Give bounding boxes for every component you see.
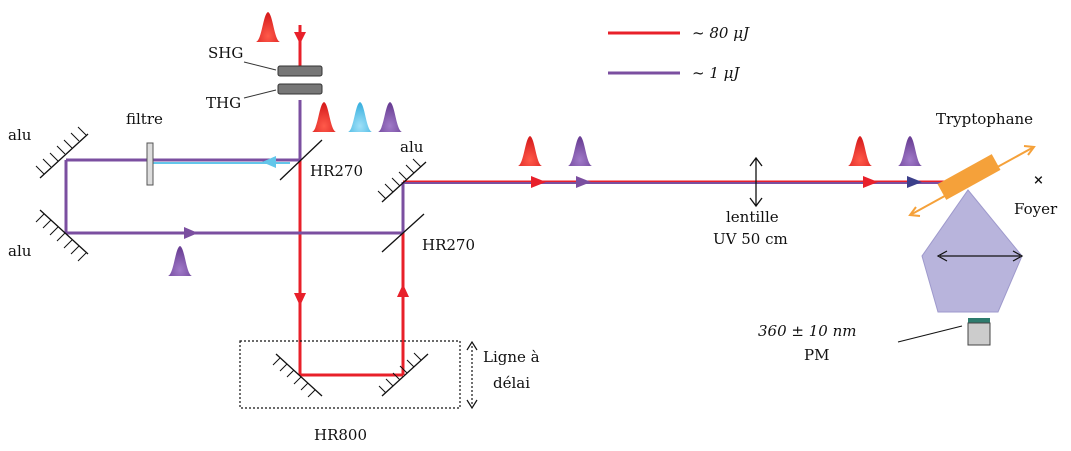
pm-label: PM <box>804 346 829 364</box>
beam-arrows <box>184 32 922 306</box>
delay-line-box <box>239 340 461 409</box>
legend-red-label: ~ 80 μJ <box>692 24 750 42</box>
arrow-red-right-2 <box>863 176 878 188</box>
filter <box>146 142 154 186</box>
alu-middle-mirror <box>377 158 427 203</box>
lentille-label-line1: lentille <box>726 208 779 226</box>
pulse-red-after-thg <box>312 102 336 132</box>
pm-wavelength-label: 360 ± 10 nm <box>758 322 856 340</box>
shg-leader <box>243 61 277 71</box>
shg-crystal <box>277 65 323 77</box>
alu-top-left-label: alu <box>8 126 32 144</box>
arrow-violet-right-1 <box>576 176 591 188</box>
lens <box>749 156 763 208</box>
thg-label: THG <box>206 94 241 112</box>
foyer-marker: × <box>1033 173 1044 188</box>
arrow-violet-right <box>184 227 198 239</box>
alu-top-left-mirror <box>35 126 89 179</box>
pulse-red-combined-1 <box>518 136 542 166</box>
cuvette <box>937 154 1001 200</box>
pulse-red-combined-2 <box>848 136 872 166</box>
pulse-violet-after-thg <box>378 102 402 132</box>
mirrors <box>35 126 429 398</box>
thg-crystal <box>277 83 323 95</box>
arrow-cyan-left <box>262 156 276 168</box>
arrow-red-down <box>294 293 306 306</box>
foyer-label: Foyer <box>1014 200 1058 218</box>
tryptophane-sample <box>908 145 1036 313</box>
filtre-label: filtre <box>126 110 163 128</box>
fluorescence-cone <box>921 189 1023 313</box>
hr270-top-mirror <box>279 139 323 181</box>
pulse-violet-combined-1 <box>568 136 592 166</box>
arrow-navy-right <box>907 176 922 188</box>
lentille-label-line2: UV 50 cm <box>713 230 788 248</box>
alu-bottom-left-label: alu <box>8 242 32 260</box>
shg-label: SHG <box>208 44 243 62</box>
tryptophane-label: Tryptophane <box>936 110 1033 128</box>
pulses <box>168 12 922 276</box>
thg-leader <box>243 89 277 99</box>
hr800-label: HR800 <box>314 426 367 444</box>
pulse-cyan-after-thg <box>348 102 372 132</box>
pulse-violet-lower-path <box>168 246 192 276</box>
arrow-incoming <box>294 32 306 44</box>
delay-adjust-arrow <box>466 340 478 410</box>
ligne-label-line1: Ligne à <box>483 348 540 366</box>
delay-mirror-left <box>272 353 323 398</box>
legend-violet-label: ~ 1 μJ <box>692 64 740 82</box>
pulse-violet-combined-2 <box>898 136 922 166</box>
hr270-top-label: HR270 <box>310 162 363 180</box>
crystals <box>243 61 323 99</box>
pm-detector <box>897 318 991 346</box>
alu-middle-label: alu <box>400 138 424 156</box>
hr270-bottom-label: HR270 <box>422 236 475 254</box>
hr270-bottom-mirror <box>381 213 425 253</box>
arrow-red-up <box>397 284 409 297</box>
arrow-red-right-1 <box>531 176 546 188</box>
alu-bottom-left-mirror <box>35 209 89 262</box>
pulse-red-incoming <box>256 12 280 42</box>
delay-mirror-right <box>378 352 429 397</box>
ligne-label-line2: délai <box>493 374 530 392</box>
